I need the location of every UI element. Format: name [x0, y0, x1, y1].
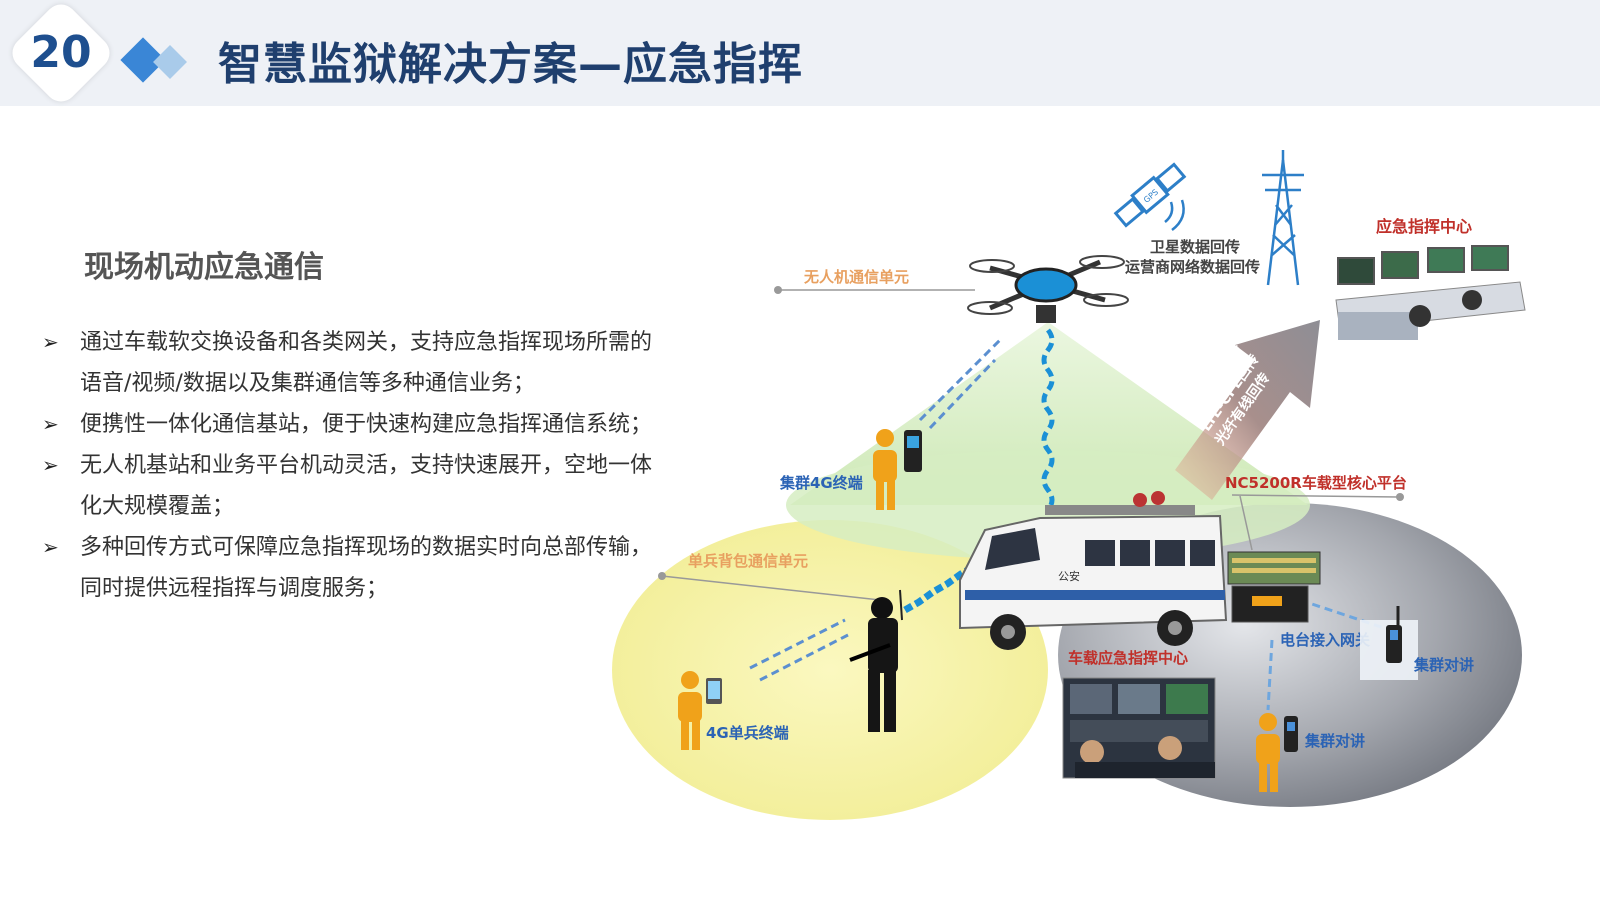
vehicle-command-label: 车载应急指挥中心 — [1068, 649, 1188, 667]
uav-unit-label: 无人机通信单元 — [803, 268, 909, 286]
backhaul-arrow — [1175, 320, 1320, 500]
walkie-talkie-icon — [1386, 606, 1402, 663]
nc5200r-label: NC5200R车载型核心平台 — [1225, 474, 1407, 492]
satellite-backhaul-label: 卫星数据回传 — [1150, 238, 1240, 256]
bullet-item: ➢ 多种回传方式可保障应急指挥现场的数据实时向总部传输，同时提供远程指挥与调度服务… — [40, 527, 660, 609]
nc5200r-leader-dot — [1396, 493, 1404, 501]
command-center-label: 应急指挥中心 — [1376, 217, 1472, 236]
trunk-4g-label: 集群4G终端 — [779, 474, 863, 492]
yellow-coverage-zone — [612, 520, 1048, 820]
trunk-talk-label-2: 集群对讲 — [1304, 732, 1365, 750]
bullet-item: ➢ 便携性一体化通信基站，便于快速构建应急指挥通信系统； — [40, 404, 660, 445]
signal-dash-link — [928, 358, 997, 430]
arrow-bullet-icon: ➢ — [42, 412, 59, 436]
arrow-bullet-icon: ➢ — [42, 453, 59, 477]
vehicle-marking-text: 公安 — [1058, 569, 1080, 583]
bullet-text: 多种回传方式可保障应急指挥现场的数据实时向总部传输，同时提供远程指挥与调度服务； — [80, 535, 653, 601]
backpack-leader-line — [661, 575, 881, 601]
operator-backhaul-label: 运营商网络数据回传 — [1125, 258, 1260, 276]
bullet-text: 便携性一体化通信基站，便于快速构建应急指挥通信系统； — [80, 412, 653, 437]
bullet-list: ➢ 通过车载软交换设备和各类网关，支持应急指挥现场所需的语音/视频/数据以及集群通… — [40, 322, 660, 609]
page-title: 智慧监狱解决方案—应急指挥 — [218, 39, 803, 90]
bullet-text: 无人机基站和业务平台机动灵活，支持快速展开，空地一体化大规模覆盖； — [80, 453, 653, 519]
arrow-bullet-icon: ➢ — [42, 535, 59, 559]
backpack-leader-dot — [658, 572, 666, 580]
nc5200r-leader-line — [1231, 494, 1401, 498]
signal-dash-link — [759, 633, 849, 682]
armed-soldier-icon — [849, 589, 903, 732]
drone-link-chain — [1041, 328, 1055, 512]
satellite-icon: GPS — [1113, 162, 1187, 228]
signal-waves-icon — [1164, 199, 1185, 231]
signal-dash-link — [1266, 639, 1274, 711]
signal-dash-link — [749, 618, 846, 670]
4g-soldier-terminal-person-icon — [678, 671, 722, 750]
4g-soldier-label: 4G单兵终端 — [706, 724, 789, 742]
arrow-bullet-icon: ➢ — [42, 330, 59, 354]
trunk-4g-terminal-person-icon — [873, 429, 922, 510]
trunk-talk-person-icon — [1256, 713, 1298, 792]
trunk-talk-label-1: 集群对讲 — [1413, 656, 1474, 674]
uav-leader-dot — [774, 286, 782, 294]
nc5200r-pointer — [1239, 495, 1253, 551]
cell-tower-icon — [1262, 150, 1304, 286]
header-bar — [0, 0, 1600, 106]
page-number: 20 — [30, 27, 92, 78]
backpack-unit-label: 单兵背包通信单元 — [688, 552, 808, 570]
signal-dash-link — [918, 338, 1002, 422]
command-center-icon — [1335, 245, 1526, 340]
bullet-item: ➢ 通过车载软交换设备和各类网关，支持应急指挥现场所需的语音/视频/数据以及集群通… — [40, 322, 660, 404]
command-vehicle-icon: 公安 — [959, 491, 1228, 650]
section-title: 现场机动应急通信 — [84, 250, 324, 285]
core-platform-rack-icon — [1227, 551, 1321, 623]
bullet-item: ➢ 无人机基站和业务平台机动灵活，支持快速展开，空地一体化大规模覆盖； — [40, 445, 660, 527]
drone-icon — [967, 255, 1129, 323]
radio-gateway-label: 电台接入网关 — [1280, 631, 1370, 649]
bullet-text: 通过车载软交换设备和各类网关，支持应急指挥现场所需的语音/视频/数据以及集群通信… — [80, 330, 653, 396]
vehicle-command-photo — [1062, 677, 1216, 779]
